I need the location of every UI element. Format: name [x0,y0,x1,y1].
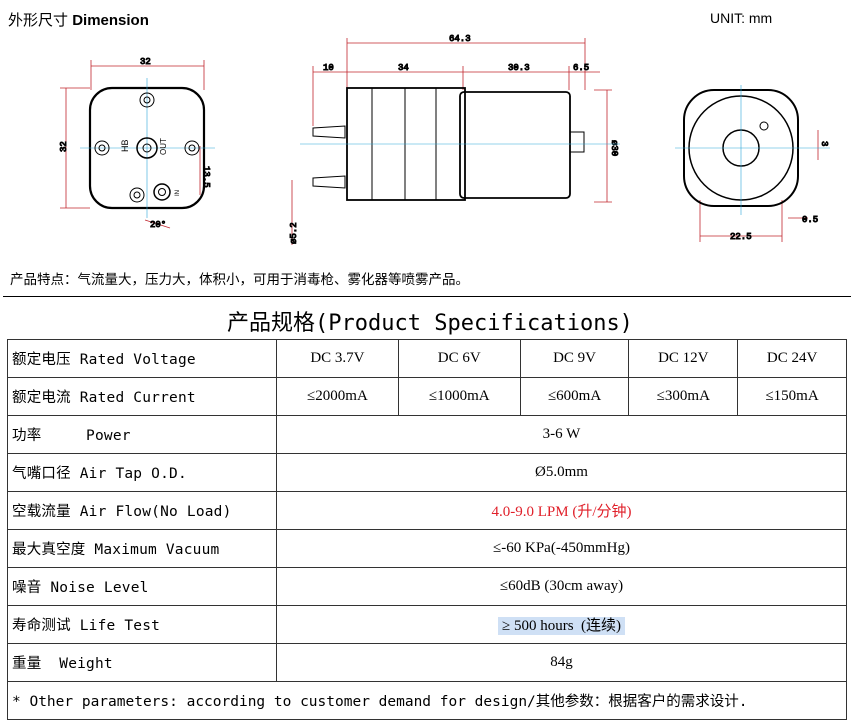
dim-dia-5-2: ø5.2 [289,222,299,244]
port-label-in: IN [175,190,181,196]
current-cell: ≤600mA [519,377,630,416]
power-value: 3-6 W [276,415,847,454]
table-row: 寿命测试 Life Test ≥ 500 hours (连续) [7,605,847,644]
dim-6-5: 6.5 [573,63,589,73]
dim-30-3: 30.3 [508,63,530,73]
current-cell: ≤300mA [628,377,739,416]
dim-0-5: 0.5 [802,215,818,225]
table-row: 气嘴口径 Air Tap O.D. Ø5.0mm [7,453,847,492]
dim-34: 34 [398,63,409,73]
dim-height-32: 32 [59,141,69,152]
table-row: 重量 Weight 84g [7,643,847,682]
dim-10: 10 [323,63,334,73]
row-label: 重量 Weight [7,643,277,682]
life-test-value: ≥ 500 hours (连续) [497,617,626,635]
table-row: 最大真空度 Maximum Vacuum ≤-60 KPa(-450mmHg) [7,529,847,568]
footnote: * Other parameters: according to custome… [7,681,847,720]
life-test-cell: ≥ 500 hours (连续) [276,605,847,644]
table-row: * Other parameters: according to custome… [7,681,847,720]
row-label: 最大真空度 Maximum Vacuum [7,529,277,568]
dim-width-32: 32 [140,57,151,67]
air-flow-value: 4.0-9.0 LPM (升/分钟) [276,491,847,530]
dim-64-3: 64.3 [449,34,471,44]
dimension-drawing: 32 32 13.5 20° HB OUT IN [59,34,830,245]
voltage-cell: DC 3.7V [276,339,399,378]
table-row: 空载流量 Air Flow(No Load) 4.0-9.0 LPM (升/分钟… [7,491,847,530]
spec-title: 产品规格(Product Specifications) [227,311,633,336]
dim-dia-30: ø30 [609,140,619,156]
dim-20-deg: 20° [150,220,166,230]
dimension-heading: 外形尺寸 Dimension [8,9,149,30]
dimension-title-en: Dimension [72,12,149,29]
dim-22-5: 22.5 [730,232,752,242]
end-view: 22.5 0.5 3 [675,85,830,243]
row-label: 空载流量 Air Flow(No Load) [7,491,277,530]
voltage-cell: DC 6V [397,339,521,378]
row-label: 噪音 Noise Level [7,567,277,606]
noise-value: ≤60dB (30cm away) [276,567,847,606]
row-label: 额定电流 Rated Current [7,377,277,416]
port-label-hb: HB [120,139,130,152]
current-cell: ≤150mA [737,377,847,416]
front-view: 32 32 13.5 20° HB OUT IN [59,57,215,231]
voltage-cell: DC 9V [519,339,630,378]
dim-3: 3 [819,141,829,146]
vacuum-value: ≤-60 KPa(-450mmHg) [276,529,847,568]
port-label-out: OUT [159,138,168,155]
section-divider [3,296,851,297]
current-cell: ≤1000mA [397,377,521,416]
row-label: 额定电压 Rated Voltage [7,339,277,378]
side-view: 64.3 10 34 30.3 6.5 ø5.2 ø30 [289,34,620,245]
row-label: 气嘴口径 Air Tap O.D. [7,453,277,492]
product-features: 产品特点：气流量大，压力大，体积小，可用于消毒枪、雾化器等喷雾产品。 [10,272,469,288]
dim-13-5: 13.5 [201,166,211,188]
table-row: 额定电压 Rated Voltage DC 3.7V DC 6V DC 9V D… [7,339,847,378]
spec-table: 额定电压 Rated Voltage DC 3.7V DC 6V DC 9V D… [7,339,847,720]
table-row: 噪音 Noise Level ≤60dB (30cm away) [7,567,847,606]
weight-value: 84g [276,643,847,682]
table-row: 功率 Power 3-6 W [7,415,847,454]
voltage-cell: DC 12V [628,339,739,378]
air-tap-value: Ø5.0mm [276,453,847,492]
current-cell: ≤2000mA [276,377,399,416]
row-label: 寿命测试 Life Test [7,605,277,644]
row-label: 功率 Power [7,415,277,454]
unit-label: UNIT: mm [710,10,773,26]
voltage-cell: DC 24V [737,339,847,378]
table-row: 额定电流 Rated Current ≤2000mA ≤1000mA ≤600m… [7,377,847,416]
dimension-title-cn: 外形尺寸 [8,12,69,29]
